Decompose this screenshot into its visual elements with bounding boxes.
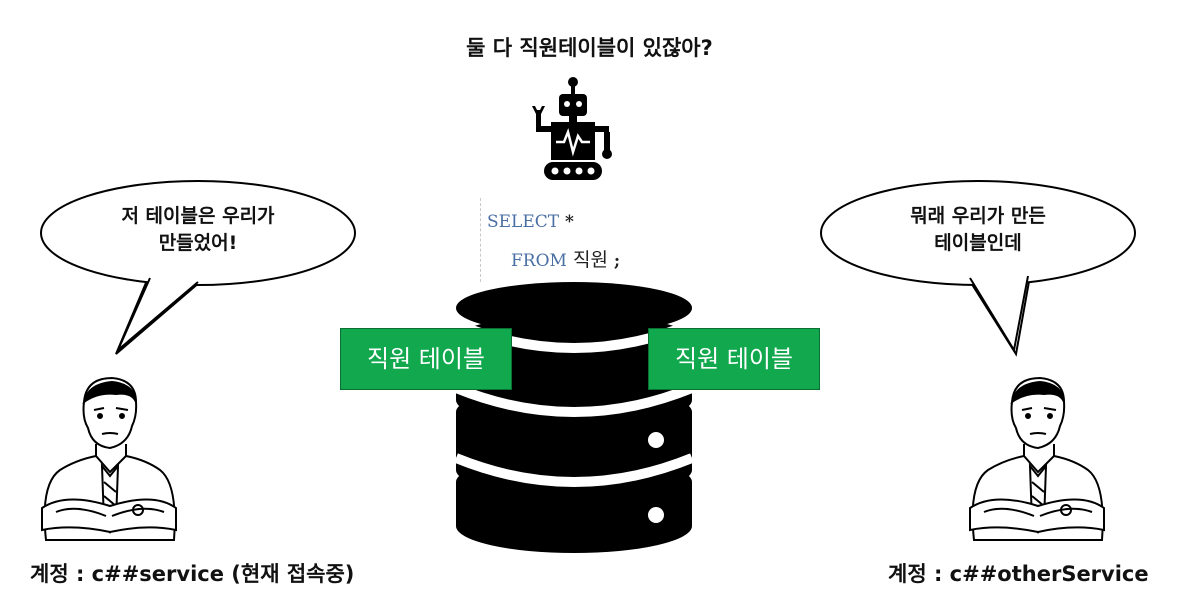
robot-icon [532, 77, 612, 180]
bubble-line: 만들었어! [158, 232, 238, 254]
right-table-label: 직원 테이블 [648, 328, 820, 390]
sql-line-2: FROM 직원 ; [511, 245, 620, 272]
sql-line-1: SELECT * [487, 212, 574, 232]
right-bubble-text: 뭐래 우리가 만든 테이블인데 [820, 203, 1136, 257]
sql-keyword: SELECT [487, 212, 560, 232]
bubble-line: 뭐래 우리가 만든 [910, 205, 1046, 227]
left-speech-bubble [40, 180, 356, 355]
database-icon [454, 282, 694, 553]
sql-text: * [559, 212, 574, 232]
sql-divider [480, 198, 481, 282]
left-bubble-text: 저 테이블은 우리가 만들었어! [40, 203, 356, 257]
sql-table-name: 직원 [566, 249, 608, 271]
right-account-label: 계정 : c##otherService [888, 562, 1149, 586]
person-icon [969, 376, 1105, 541]
bubble-line: 저 테이블은 우리가 [121, 205, 275, 227]
right-speech-bubble [820, 180, 1136, 357]
diagram-title: 둘 다 직원테이블이 있잖아? [466, 36, 713, 60]
left-table-label: 직원 테이블 [340, 328, 512, 390]
sql-keyword: FROM [511, 251, 567, 271]
sql-text: ; [607, 251, 621, 271]
person-icon [41, 376, 177, 541]
left-account-label: 계정 : c##service (현재 접속중) [30, 562, 355, 586]
bubble-line: 테이블인데 [934, 232, 1022, 254]
